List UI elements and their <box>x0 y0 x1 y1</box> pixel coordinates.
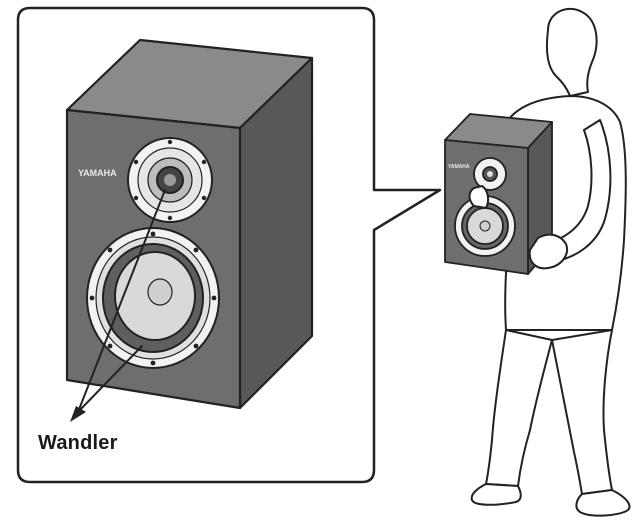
large-woofer <box>86 227 220 369</box>
person-head <box>546 7 598 97</box>
person-right-leg <box>551 329 613 495</box>
person-hand-back <box>468 185 490 209</box>
large-woofer-dustcap <box>147 278 173 306</box>
callout-leader-lines <box>77 189 166 413</box>
large-tweeter-screws <box>133 139 207 221</box>
person-right-shoe <box>575 489 631 517</box>
large-tweeter <box>127 137 213 223</box>
small-speaker-logo: YAMAHA <box>448 164 470 170</box>
large-woofer-screws <box>89 231 217 366</box>
leader-arrowhead <box>70 406 86 422</box>
leader-line-tweeter <box>77 189 166 413</box>
transducer-label: Wandler <box>38 432 118 454</box>
large-speaker-logo: YAMAHA <box>78 168 117 178</box>
person-left-shoe <box>470 483 522 506</box>
person-hand-front <box>528 233 568 270</box>
leader-line-woofer <box>77 345 143 413</box>
person-left-leg <box>485 329 553 487</box>
